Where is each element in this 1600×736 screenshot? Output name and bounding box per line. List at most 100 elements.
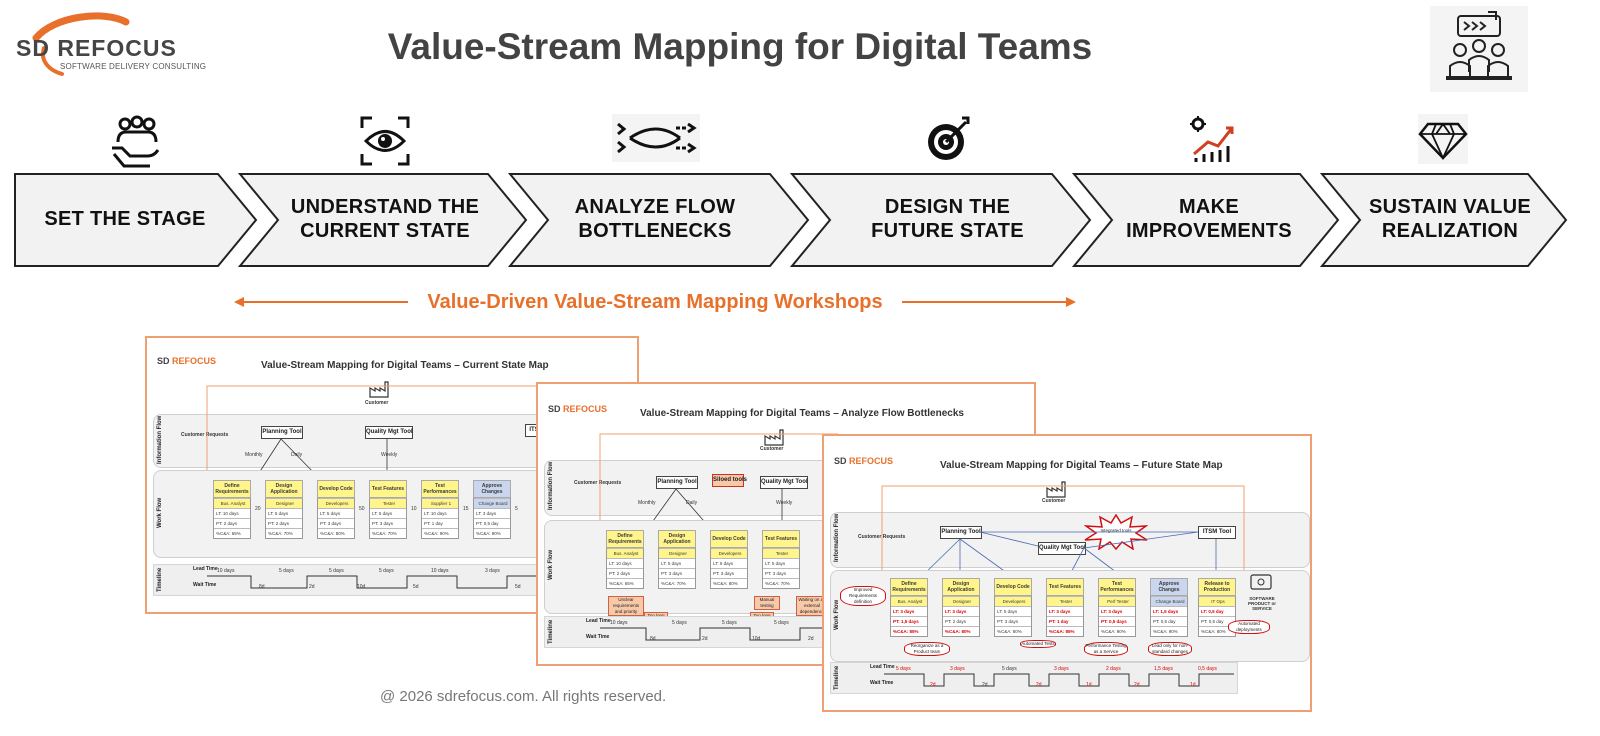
timeline-step-line (884, 673, 1234, 687)
queue-5: 5 (515, 506, 518, 512)
cadence-monthly: Monthly (245, 452, 263, 458)
quality-tool-box: Quality Mgt Tool (760, 476, 808, 489)
queue-2: 50 (359, 506, 365, 512)
customer-requests-label: Customer Requests (574, 480, 622, 486)
factory-icon (369, 381, 389, 398)
people-in-hand-icon (108, 114, 164, 168)
improvement-burst: Automated deployments (1228, 620, 1270, 634)
wait-4: 1d (1086, 682, 1092, 688)
work-flow-label: Work Flow (834, 599, 840, 630)
wait-4: 2d (808, 636, 814, 642)
lead-2: 5 days (279, 568, 294, 574)
eye-focus-icon (358, 114, 412, 168)
wait-5: 5d (515, 584, 521, 590)
lead-time-label: Lead Time (870, 664, 895, 670)
workshop-label: Value-Driven Value-Stream Mapping Worksh… (427, 291, 883, 313)
lead-2: 3 days (950, 666, 965, 672)
logo-swoosh-icon (32, 12, 130, 76)
analyze-bottlenecks-map: SD REFOCUS Value-Stream Mapping for Digi… (536, 382, 1036, 666)
wait-2: 2d (702, 636, 708, 642)
lead-3: 5 days (1002, 666, 1017, 672)
logo-tagline: SOFTWARE DELIVERY CONSULTING (60, 62, 207, 71)
product-label: SOFTWARE PRODUCT or SERVICE (1248, 596, 1276, 611)
map-logo: SD REFOCUS (834, 456, 894, 466)
target-icon (924, 114, 974, 168)
copyright-footer: @ 2026 sdrefocus.com. All rights reserve… (380, 688, 667, 705)
map-connectors (206, 385, 637, 478)
lead-4: 5 days (774, 620, 789, 626)
cadence-monthly: Monthly (638, 500, 656, 506)
customer-label: Customer (1042, 498, 1066, 504)
wait-1: 2d (930, 682, 936, 688)
page-title: Value-Stream Mapping for Digital Teams (387, 26, 1093, 67)
lead-1: 10 days (217, 568, 235, 574)
issue-note: Waiting on an external dependency (796, 596, 828, 616)
diamond-icon (1418, 114, 1468, 168)
quality-tool-box: Quality Mgt Tool (1038, 542, 1086, 555)
lead-4: 3 days (1054, 666, 1069, 672)
lead-3: 5 days (722, 620, 737, 626)
map-title: Value-Stream Mapping for Digital Teams –… (261, 360, 549, 371)
map-logo: SD REFOCUS (548, 404, 608, 414)
issue-note: Unclear requirements and priority (608, 596, 644, 616)
lead-2: 5 days (672, 620, 687, 626)
wait-5: 2d (1134, 682, 1140, 688)
factory-icon (1046, 481, 1066, 498)
improvement-burst: Reorganize as a Product team (904, 642, 950, 656)
improvement-burst: Improved Requirements definition (840, 586, 886, 606)
work-flow-label: Work Flow (157, 497, 163, 528)
itsm-tool-box: ITSM Tool (1198, 526, 1236, 539)
lead-5: 2 days (1106, 666, 1121, 672)
wait-2: 2d (309, 584, 315, 590)
improvement-burst: Performance Testing as a Service (1084, 642, 1128, 656)
work-flow-label: Work Flow (548, 549, 554, 580)
improvement-burst: Automated Tests (1020, 640, 1056, 648)
logo-wordmark: SD REFOCUS (16, 35, 177, 61)
map-title: Value-Stream Mapping for Digital Teams –… (940, 460, 1223, 471)
lead-time-label: Lead Time (586, 618, 611, 624)
future-timeline (830, 662, 1238, 694)
queue-1: 20 (255, 506, 261, 512)
process-chevrons (14, 173, 1568, 267)
customer-requests-label: Customer Requests (181, 432, 229, 438)
wait-time-label: Wait Time (586, 634, 610, 640)
timeline-step-line (600, 627, 840, 641)
lead-6: 3 days (485, 568, 500, 574)
wait-time-label: Wait Time (193, 582, 217, 588)
wait-1: 8d (650, 636, 656, 642)
map-logo: SD REFOCUS (157, 356, 217, 366)
analyze-timeline (544, 616, 846, 648)
team-meeting-icon (1430, 6, 1528, 92)
map-title: Value-Stream Mapping for Digital Teams –… (640, 408, 964, 419)
factory-icon (764, 429, 784, 446)
timeline-label: Timeline (834, 665, 840, 690)
lead-1: 10 days (610, 620, 628, 626)
integrated-tools-note: Integrated tools (1100, 528, 1132, 533)
product-icon (1250, 574, 1272, 590)
company-logo: SD REFOCUS SOFTWARE DELIVERY CONSULTING (14, 8, 206, 80)
queue-3: 10 (411, 506, 417, 512)
cadence-daily: Daily (686, 500, 698, 506)
quality-tool-box: Quality Mgt Tool (365, 426, 413, 439)
flow-arrows-icon (612, 114, 700, 168)
planning-tool-box: Planning Tool (656, 476, 698, 489)
lead-3: 5 days (329, 568, 344, 574)
lead-4: 5 days (379, 568, 394, 574)
